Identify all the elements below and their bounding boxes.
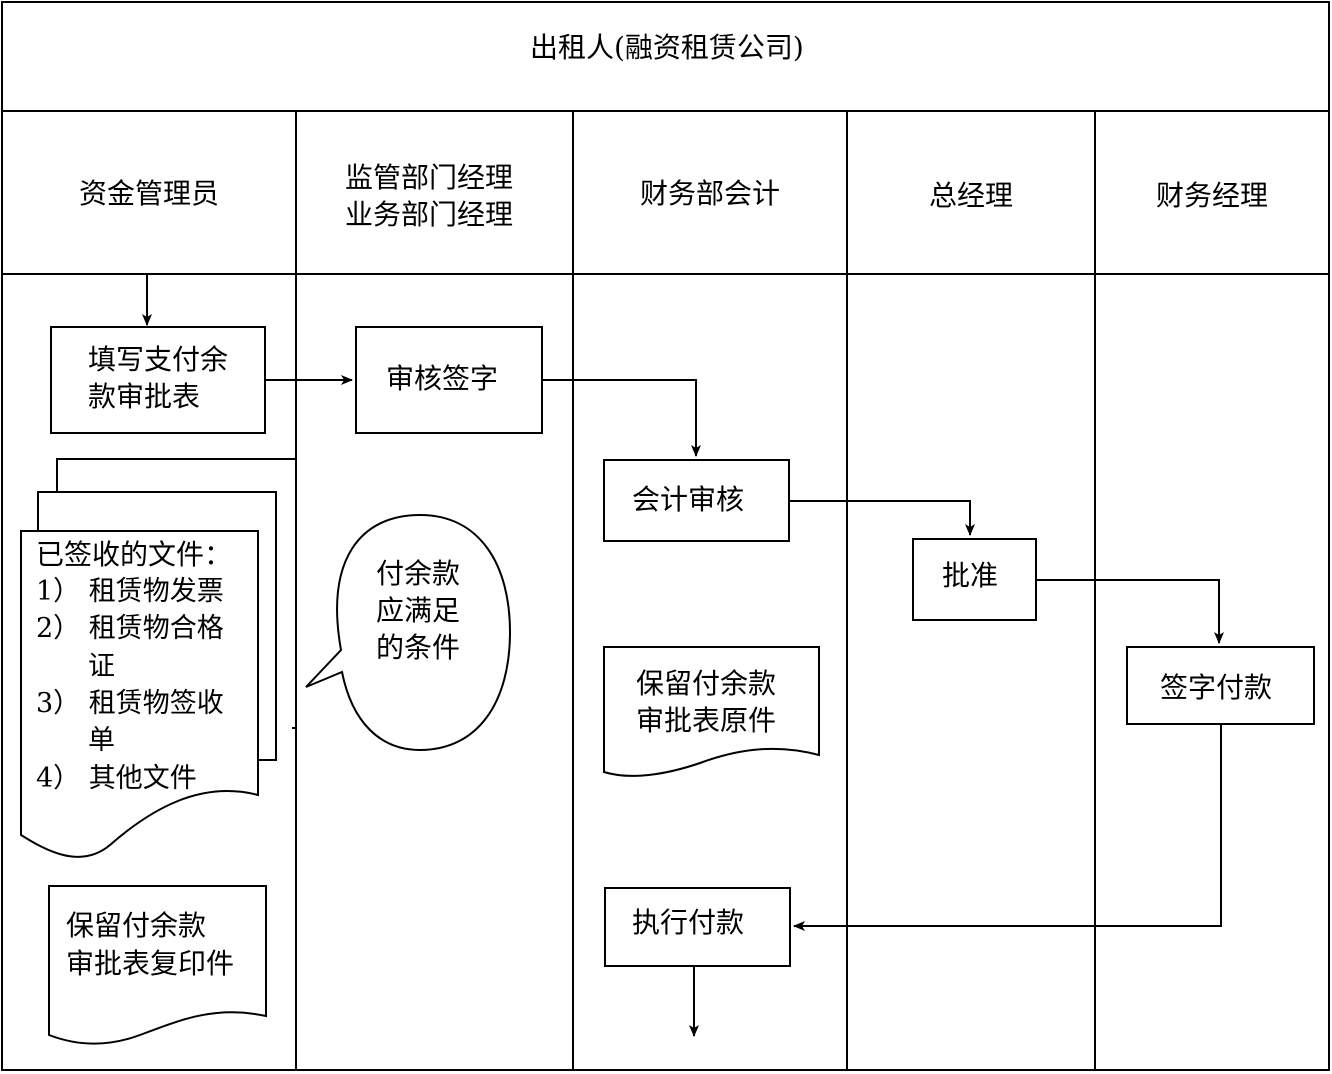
lane-label-business-manager: 业务部门经理 (344, 198, 513, 231)
accounting-review-box (603, 459, 790, 542)
review-sign-box (355, 326, 543, 434)
callout-line2: 应满足 (376, 594, 461, 627)
execute-payment-label: 执行付款 (632, 906, 745, 939)
fill-form-label-line2: 款审批表 (88, 380, 201, 413)
lane-label-fund-admin: 资金管理员 (78, 177, 219, 210)
signed-docs-back-page-1 (37, 491, 277, 761)
arrow-sign-to-execute (793, 725, 1222, 931)
lane-label-supervision-manager: 监管部门经理 (344, 161, 513, 194)
signed-docs-back-page-2 (56, 458, 297, 729)
callout-line1: 付余款 (376, 557, 461, 590)
fill-form-label-line1: 填写支付余 (88, 343, 229, 376)
keep-original-label-line1: 保留付余款 (636, 667, 777, 700)
callout-bubble (305, 513, 512, 752)
accounting-review-label: 会计审核 (632, 483, 745, 516)
fill-form-box (50, 326, 266, 434)
arrow-approve-to-sign (1037, 579, 1224, 644)
signed-docs-front-page (20, 530, 259, 858)
sign-pay-box (1126, 646, 1315, 725)
approve-label: 批准 (942, 559, 999, 592)
signed-docs-item: 1） 租赁物发票 (36, 576, 224, 607)
review-sign-label: 审核签字 (386, 362, 499, 395)
lane-label-finance-manager: 财务经理 (1155, 179, 1268, 212)
signed-docs-item: 3） 租赁物签收 (36, 688, 224, 719)
signed-docs-heading: 已签收的文件： (36, 538, 233, 571)
approve-box (912, 538, 1037, 621)
keep-copy-doc (48, 885, 267, 1045)
signed-docs-item: 4） 其他文件 (36, 763, 197, 794)
diagram-title: 出租人(融资租赁公司) (530, 31, 804, 64)
lane-label-finance-accountant: 财务部会计 (639, 177, 780, 210)
arrow-review-to-accounting (543, 379, 701, 457)
keep-original-label-line2: 审批表原件 (636, 704, 777, 737)
sign-pay-label: 签字付款 (1160, 671, 1273, 704)
signed-docs-item: 单 (88, 725, 115, 756)
arrow-accounting-to-approve (790, 500, 975, 536)
keep-copy-label-line2: 审批表复印件 (66, 947, 235, 980)
lane-label-general-manager: 总经理 (928, 179, 1013, 212)
keep-original-doc (603, 646, 820, 777)
keep-copy-label-line1: 保留付余款 (66, 909, 207, 942)
signed-docs-item: 2） 租赁物合格 (36, 613, 224, 644)
execute-payment-box (604, 887, 791, 967)
callout-line3: 的条件 (376, 631, 461, 664)
signed-docs-item: 证 (88, 651, 115, 682)
